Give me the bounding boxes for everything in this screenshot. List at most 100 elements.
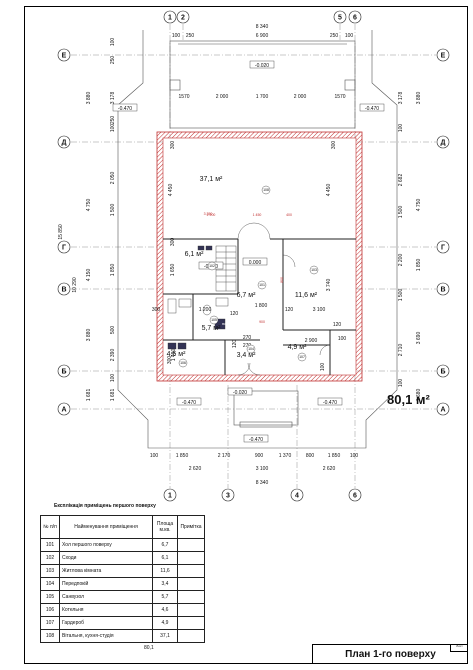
room-tag-circle-106 <box>178 358 188 368</box>
level-top_porch: -0.020 <box>255 63 269 69</box>
level-bottom_right: -0.470 <box>323 400 337 406</box>
dim-right_3880: 3 880 <box>416 92 422 105</box>
cell-name: Хол першого поверху <box>59 538 153 552</box>
dim-right_2710: 2 710 <box>398 344 404 357</box>
axis-left-4-circle <box>57 364 71 378</box>
cell-num: 108 <box>40 629 60 643</box>
dim-in_100_c: 100 <box>338 336 347 342</box>
dim-bot_100_left: 100 <box>150 453 159 459</box>
room-tag-circle-108 <box>261 185 271 195</box>
dim-bot_1850_left: 1 850 <box>176 453 189 459</box>
cell-num: 106 <box>40 603 60 617</box>
dim-top_100_right: 100 <box>345 33 354 39</box>
dim-in_2900: 2 900 <box>305 338 318 344</box>
axis-right-4-circle <box>436 364 450 378</box>
room-tag-circle-101 <box>257 280 267 290</box>
level-box-floor <box>242 257 268 266</box>
title-block: План 1-го поверху <box>312 644 468 664</box>
dim-in_1650: 1 650 <box>170 264 176 277</box>
axis-left-4: Б <box>61 369 66 376</box>
axis-right-3: В <box>440 287 445 294</box>
level-bottom_porch: -0.470 <box>249 437 263 443</box>
room-schedule: Експлікація приміщень першого поверху № … <box>40 503 205 651</box>
axis-left-5: А <box>61 407 66 414</box>
axis-right-5: А <box>440 407 445 414</box>
dim-left_100_a: 100 <box>110 38 116 47</box>
dim-right_100: 100 <box>398 124 404 133</box>
room-schedule-total: 80,1 <box>144 645 154 651</box>
level-floor: 0.000 <box>249 260 262 266</box>
cell-name: Санвузол <box>59 590 153 604</box>
level-box-bottom_right <box>317 397 343 406</box>
axis-left-1-circle <box>57 135 71 149</box>
dim-bot_1850_right: 1 850 <box>328 453 341 459</box>
dim-left_250_a: 250 <box>110 56 116 65</box>
room-area-105: 5,7 м² <box>202 325 221 332</box>
axis-bottom-1-circle <box>221 488 235 502</box>
cell-area: 5,7 <box>152 590 178 604</box>
dim-in_3740: 3 740 <box>326 279 332 292</box>
axis-top-0: 1 <box>168 15 172 22</box>
dim-upper_1700: 1 700 <box>256 94 269 100</box>
dim-in_120_b: 120 <box>333 322 342 328</box>
level-box-upper_right <box>359 103 385 112</box>
dim-bot_2620_left: 2 620 <box>189 466 202 472</box>
dim-upper_1570_left: 1570 <box>178 94 189 100</box>
dim-bot_2170: 2 170 <box>218 453 231 459</box>
cell-name: Житлова кімната <box>59 564 153 578</box>
axis-left-3: В <box>61 287 66 294</box>
col-num: № п/п <box>40 515 60 539</box>
cell-note <box>177 577 205 591</box>
cell-note <box>177 551 205 565</box>
cell-area: 4,6 <box>152 603 178 617</box>
cell-area: 11,6 <box>152 564 178 578</box>
dim-in_300_l2: 300 <box>170 238 176 247</box>
cell-note <box>177 616 205 630</box>
dim-bot_2620_right: 2 620 <box>323 466 336 472</box>
dim-in_300_tl: 300 <box>170 141 176 150</box>
cell-num: 107 <box>40 616 60 630</box>
dim-right_2200: 2 200 <box>398 254 404 267</box>
dim-bot_3100: 3 100 <box>256 466 269 472</box>
dim-in_4450_r: 4 450 <box>326 184 332 197</box>
dim-bot_100_right: 100 <box>350 453 359 459</box>
cell-area: 37,1 <box>152 629 178 643</box>
dim-left_4750: 4 750 <box>86 199 92 212</box>
level-box-bottom_left <box>176 397 202 406</box>
room-area-106: 4,6 м² <box>167 351 186 358</box>
axis-right-0-circle <box>436 48 450 62</box>
axis-left-5-circle <box>57 402 71 416</box>
room-tag-102: 102 <box>209 264 215 268</box>
level-box-entry <box>227 387 253 396</box>
room-tag-107: 107 <box>299 355 305 359</box>
cell-note <box>177 629 205 643</box>
level-box-upper_left <box>112 103 138 112</box>
axis-bottom-0: 1 <box>168 493 172 500</box>
axis-right-0: Е <box>441 53 446 60</box>
dim-left_250_b: 250 <box>110 116 116 125</box>
dim-top_100_left: 100 <box>172 33 181 39</box>
axis-right-2-circle <box>436 240 450 254</box>
dim-right_2682: 2 682 <box>398 174 404 187</box>
dim-in_4450_l: 4 450 <box>168 184 174 197</box>
room-tag-105: 105 <box>211 318 217 322</box>
dim-left_1500: 1 500 <box>110 204 116 217</box>
col-area: Площа м.кв. <box>152 515 178 539</box>
sanitary-fixtures <box>167 245 229 350</box>
dim-in_300_m: 300 <box>152 307 161 313</box>
dim-left_3880_b: 3 880 <box>86 329 92 342</box>
dim-in_120_d: 120 <box>232 340 238 349</box>
axis-top-3: 6 <box>353 15 357 22</box>
dim-right_1850: 1 850 <box>416 259 422 272</box>
room-tag-circle-105 <box>209 315 219 325</box>
dim-red-in_2200: 2 200 <box>207 213 216 217</box>
axis-bottom-0-circle <box>163 488 177 502</box>
interior-walls <box>163 238 356 375</box>
dim-in_120_a: 120 <box>285 307 294 313</box>
dim-left_1850: 1 850 <box>110 264 116 277</box>
axis-right-5-circle <box>436 402 450 416</box>
